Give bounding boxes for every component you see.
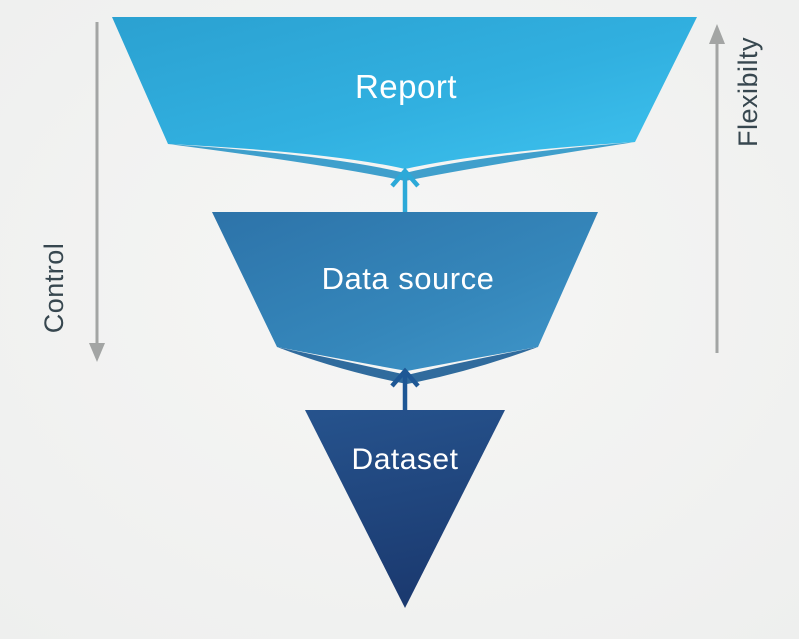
dataset-label: Dataset (352, 443, 459, 476)
control-axis: Control (39, 22, 105, 362)
flexibility-arrow-up-head (709, 24, 725, 44)
report-label: Report (355, 68, 457, 105)
report-layer-shape (112, 17, 697, 169)
up-arrow-dark-head (390, 367, 420, 388)
up-arrow-cyan-head (390, 167, 420, 188)
up-arrow-datasource-to-report (390, 167, 420, 213)
flexibility-axis-label: Flexibilty (733, 37, 763, 147)
up-arrow-dataset-to-datasource (390, 367, 420, 411)
datasource-layer-shape (212, 212, 598, 371)
datasource-label: Data source (322, 261, 495, 296)
dataset-layer-shape (305, 410, 505, 608)
control-arrow-down-head (89, 343, 105, 362)
control-axis-label: Control (39, 243, 69, 334)
flexibility-axis: Flexibilty (709, 24, 763, 353)
